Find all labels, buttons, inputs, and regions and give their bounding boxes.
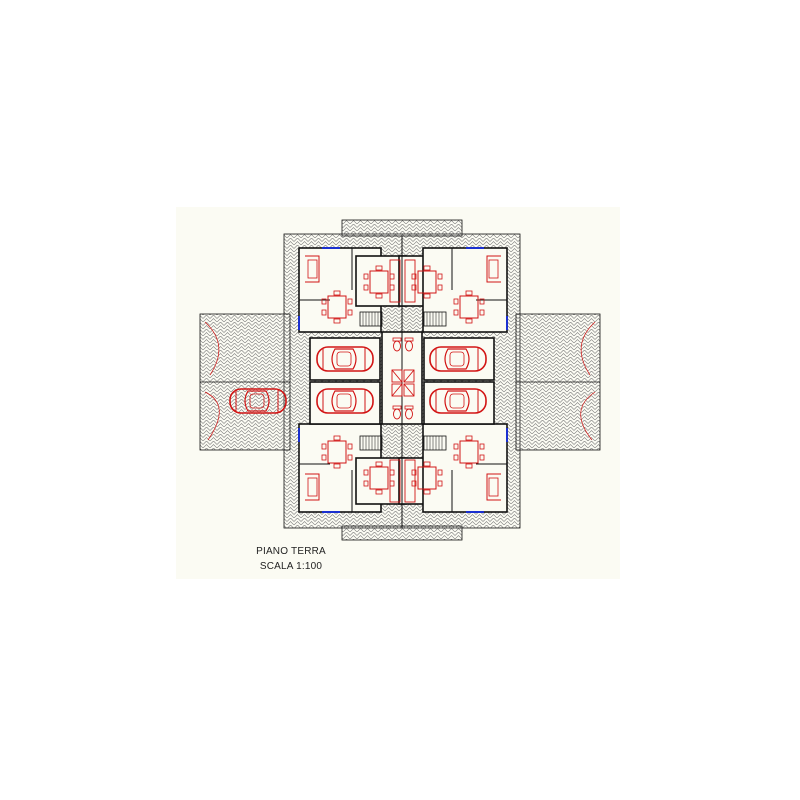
drawing-title: PIANO TERRA xyxy=(256,546,326,557)
drawing-scale: SCALA 1:100 xyxy=(259,561,323,572)
units xyxy=(298,247,508,513)
windows xyxy=(298,247,508,513)
garden-lines xyxy=(204,321,596,441)
fixtures xyxy=(389,259,416,503)
